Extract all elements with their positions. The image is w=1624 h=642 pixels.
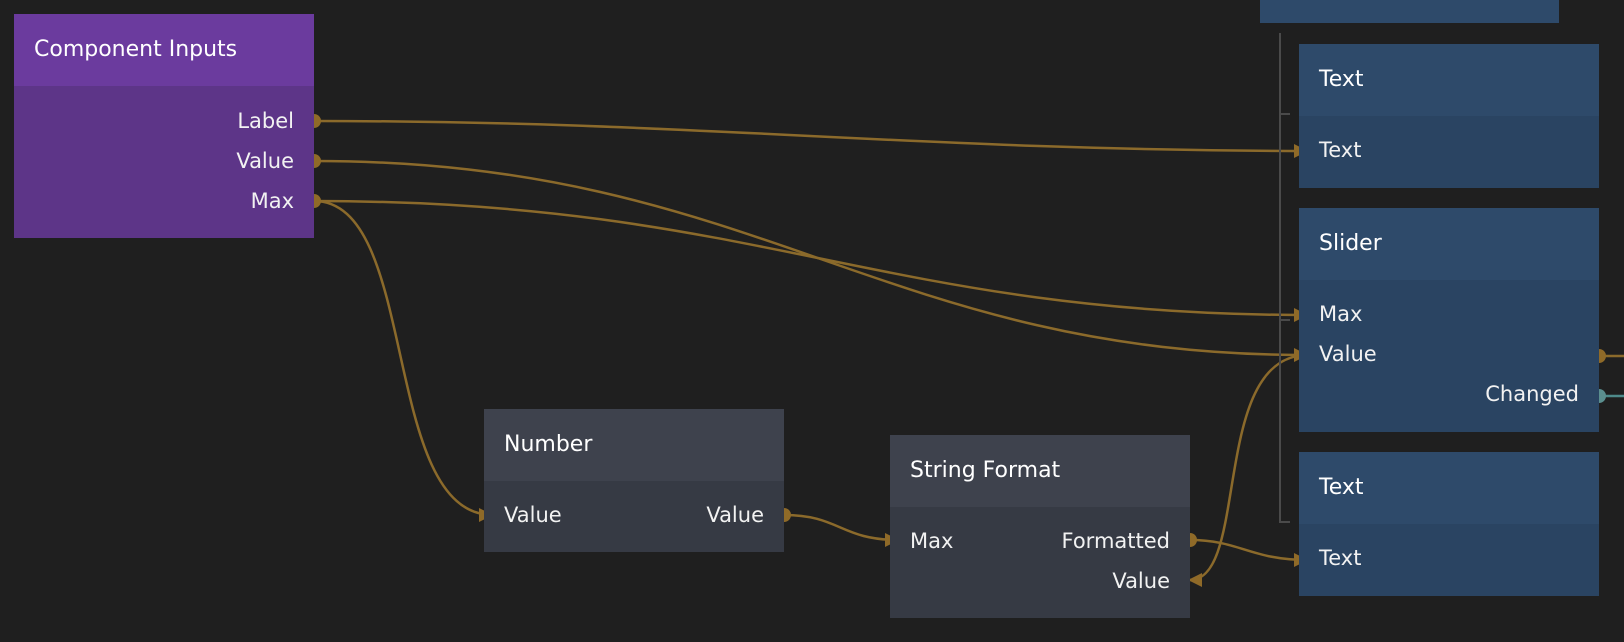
port-value-input[interactable]: Value — [1319, 342, 1377, 366]
group-bracket-tick — [1281, 319, 1290, 321]
string-format-node[interactable]: String Format Max Formatted Value — [890, 435, 1190, 618]
node-title: Component Inputs — [14, 14, 314, 86]
wire-number-to-string-format[interactable] — [783, 513, 900, 542]
port-value-input[interactable]: Value — [504, 503, 562, 527]
text-node-top[interactable]: Text Text — [1299, 44, 1599, 188]
port-text-input[interactable]: Text — [1319, 138, 1362, 162]
input-arrow-string-format-value[interactable] — [1188, 573, 1202, 587]
wire-slider-value-to-string-format[interactable] — [1189, 353, 1309, 582]
partial-node-top[interactable] — [1260, 0, 1559, 23]
port-text-input[interactable]: Text — [1319, 546, 1362, 570]
node-title: String Format — [890, 435, 1190, 507]
wire-value-to-slider-value[interactable] — [313, 159, 1309, 357]
group-bracket-tick — [1281, 113, 1290, 115]
wire-max-to-number[interactable] — [313, 199, 494, 517]
node-body: Value Value — [484, 481, 784, 552]
text-node-bottom[interactable]: Text Text — [1299, 452, 1599, 596]
group-bracket — [1279, 33, 1290, 523]
node-title: Number — [484, 409, 784, 481]
port-max-output[interactable]: Max — [250, 189, 294, 213]
wire-max-to-slider-max[interactable] — [313, 199, 1309, 317]
port-label-output[interactable]: Label — [237, 109, 294, 133]
number-node[interactable]: Number Value Value — [484, 409, 784, 552]
node-body: Text — [1299, 524, 1599, 596]
node-title: Slider — [1299, 208, 1599, 280]
port-max-input[interactable]: Max — [1319, 302, 1363, 326]
group-bracket-tick — [1281, 521, 1290, 523]
node-title: Text — [1299, 44, 1599, 116]
port-max-input[interactable]: Max — [910, 529, 954, 553]
wire-label-to-text[interactable] — [313, 119, 1309, 153]
slider-node[interactable]: Slider Max Value Changed — [1299, 208, 1599, 432]
port-value-input[interactable]: Value — [1112, 569, 1170, 593]
node-title: Text — [1299, 452, 1599, 524]
port-changed-output[interactable]: Changed — [1485, 382, 1579, 406]
wire-formatted-to-text[interactable] — [1189, 538, 1309, 562]
node-body: Max Formatted Value — [890, 507, 1190, 618]
node-body: Text — [1299, 116, 1599, 188]
port-formatted-output[interactable]: Formatted — [1061, 529, 1171, 553]
node-body: Max Value Changed — [1299, 280, 1599, 432]
port-value-output[interactable]: Value — [236, 149, 294, 173]
node-body: Label Value Max — [14, 86, 314, 238]
port-value-output[interactable]: Value — [706, 503, 764, 527]
component-inputs-node[interactable]: Component Inputs Label Value Max — [14, 14, 314, 238]
